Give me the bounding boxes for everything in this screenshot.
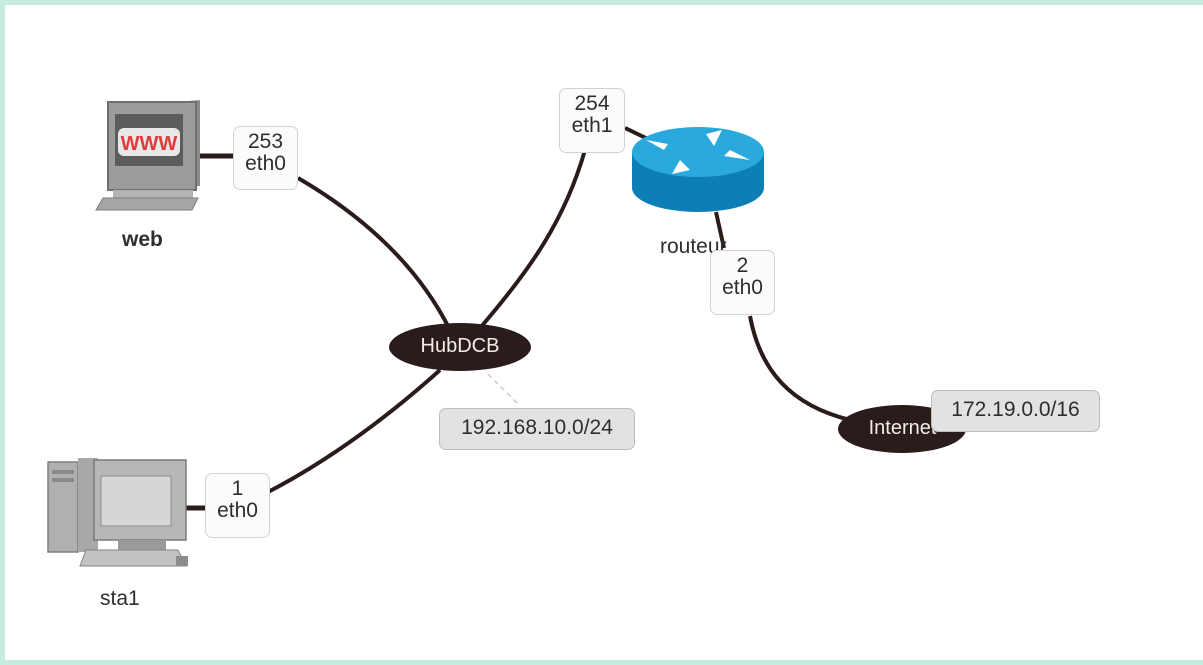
- web-eth0-iface: eth0: [245, 152, 286, 175]
- hub-label: HubDCB: [420, 335, 500, 357]
- router-eth0-iface: eth0: [722, 276, 763, 299]
- link-hub-router[interactable]: [478, 149, 587, 330]
- router-icon[interactable]: [632, 127, 764, 212]
- subnet-leader-line: [487, 373, 519, 405]
- internet-subnet-tag[interactable]: 172.19.0.0/16: [931, 390, 1100, 432]
- link-router-stub[interactable]: [624, 126, 649, 141]
- svg-text:WWW: WWW: [121, 133, 178, 155]
- www-server-icon[interactable]: WWW: [95, 100, 200, 211]
- router-label: routeur: [660, 235, 727, 258]
- router-eth1-tag[interactable]: 254 eth1: [559, 88, 625, 153]
- sta1-label: sta1: [100, 587, 140, 610]
- link-router-down-stub[interactable]: [714, 211, 726, 249]
- router-eth1-iface: eth1: [571, 114, 613, 137]
- hub-subnet-tag[interactable]: 192.168.10.0/24: [439, 408, 635, 450]
- sta1-eth0-host: 1: [231, 477, 244, 500]
- router-eth0-host: 2: [736, 254, 749, 277]
- sta1-eth0-iface: eth0: [217, 499, 258, 522]
- internet-label: Internet: [868, 417, 937, 439]
- link-web-hub[interactable]: [296, 176, 452, 331]
- workstation-icon[interactable]: [47, 458, 188, 567]
- hub-node[interactable]: [389, 323, 531, 371]
- web-eth0-tag[interactable]: 253 eth0: [233, 126, 298, 190]
- sta1-eth0-tag[interactable]: 1 eth0: [205, 473, 270, 538]
- web-eth0-host: 253: [247, 130, 284, 153]
- link-hub-sta1[interactable]: [267, 368, 442, 494]
- router-eth0-tag[interactable]: 2 eth0: [710, 250, 775, 315]
- link-router-internet[interactable]: [748, 315, 851, 422]
- router-eth1-host: 254: [574, 92, 610, 115]
- web-label: web: [122, 228, 163, 251]
